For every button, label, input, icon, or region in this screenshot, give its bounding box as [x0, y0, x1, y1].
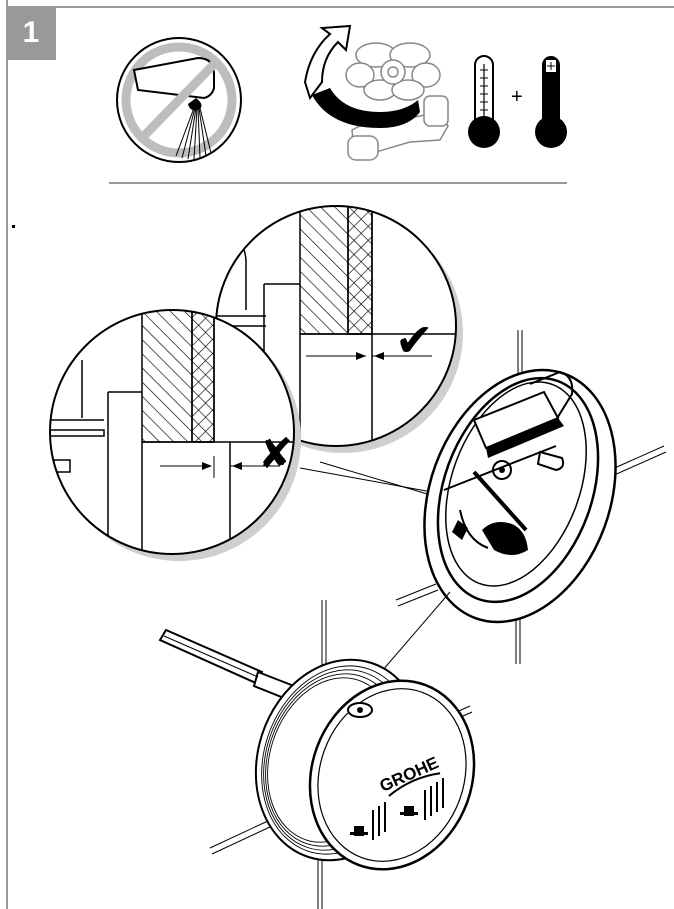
detail-wrong: ✘ [49, 309, 301, 561]
frame-left-border [6, 0, 8, 909]
no-spray-icon [116, 37, 242, 163]
section-divider [109, 182, 567, 184]
thermometer-cold-icon [468, 55, 500, 148]
correct-checkmark: ✔ [395, 313, 434, 367]
leader-line-left [299, 467, 433, 493]
stray-dot [12, 225, 15, 228]
wrong-x-mark: ✘ [258, 429, 293, 478]
leader-line-right [319, 461, 435, 497]
installed-cap-view [395, 330, 667, 664]
plus-symbol: + [511, 86, 523, 108]
step-number-badge: 1 [6, 6, 56, 60]
thermometer-hot-icon [535, 56, 567, 148]
frame-top-border [6, 6, 674, 8]
grohe-install-cap: GROHE [158, 591, 476, 909]
rotate-handle-icon [303, 24, 449, 161]
